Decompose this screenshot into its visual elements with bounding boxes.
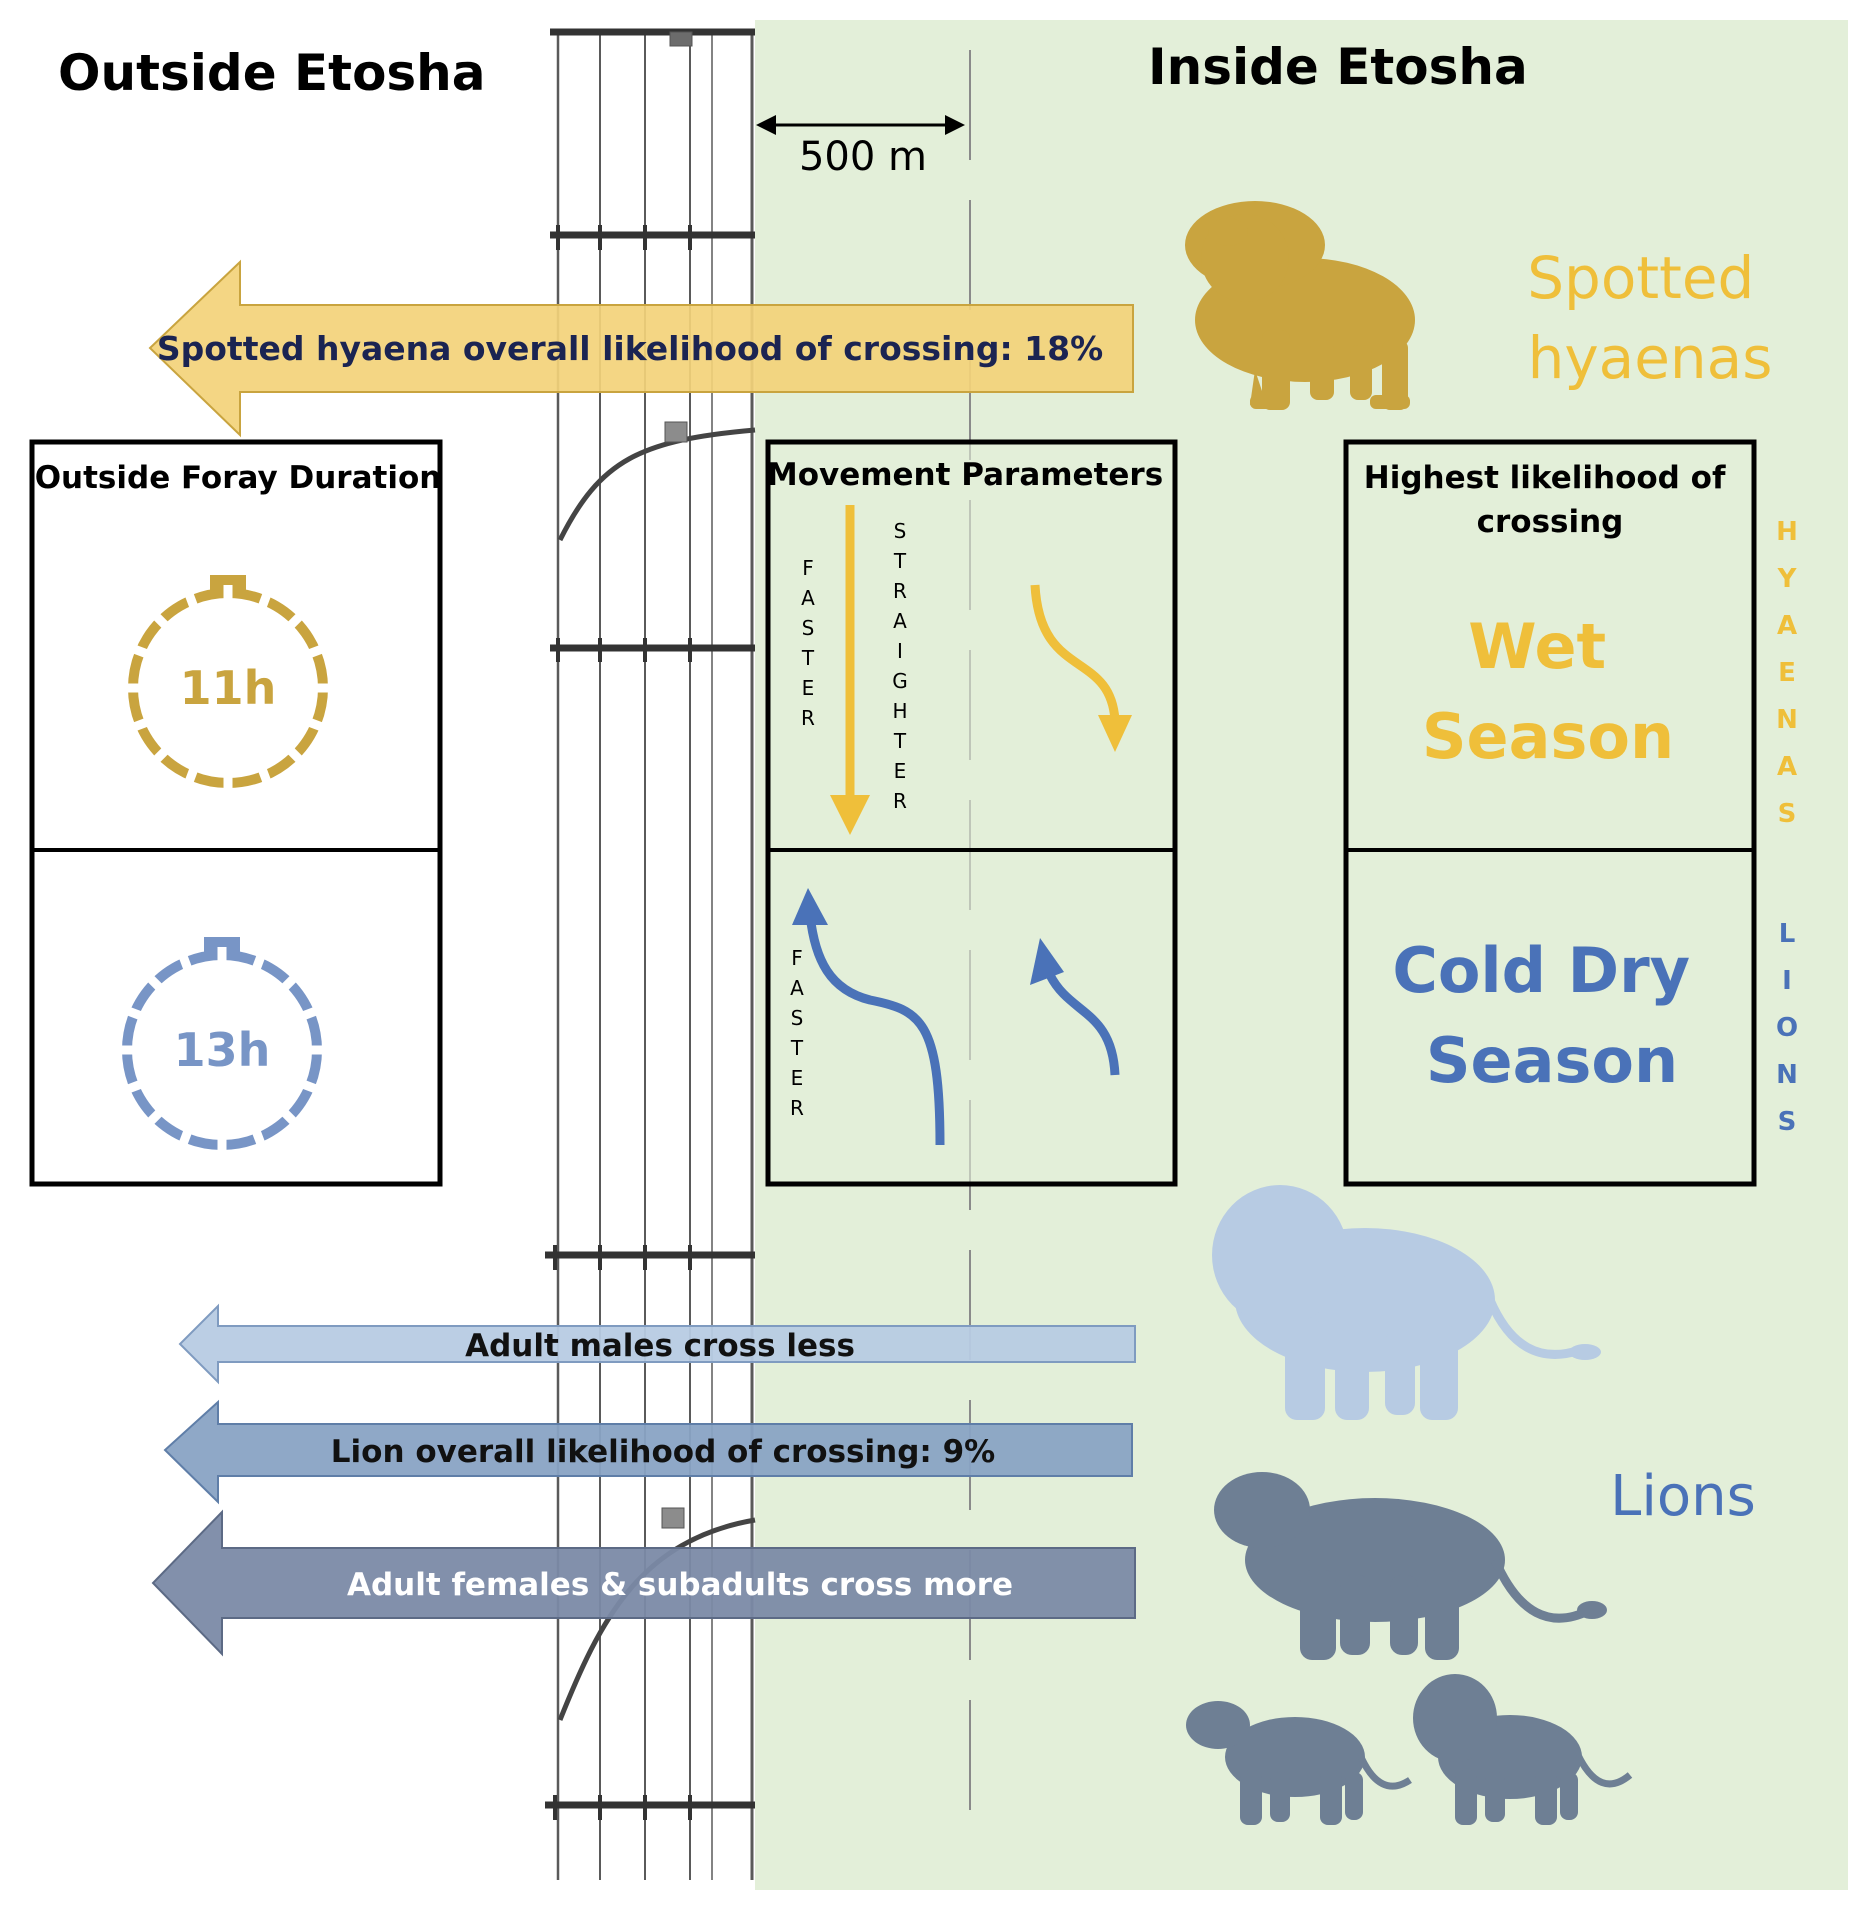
lion-crossing-arrow: Lion overall likelihood of crossing: 9% — [163, 1399, 1133, 1505]
lion-crossing-label: Lion overall likelihood of crossing: 9% — [331, 1434, 995, 1470]
hyaena-foray-value: 11h — [180, 661, 277, 715]
lion-season-line2: Season — [1426, 1024, 1678, 1097]
foray-duration-title: Outside Foray Duration — [35, 460, 442, 496]
adult-females-arrow: Adult females & subadults cross more — [151, 1509, 1136, 1657]
lion-season-label: Cold Dry Season — [1392, 934, 1711, 1097]
hyaena-stopwatch-icon: 11h — [125, 575, 331, 791]
highest-likelihood-title-line2: crossing — [1477, 504, 1624, 540]
scale-bar: 500 m — [756, 115, 965, 180]
hyaena-species-label: Spotted hyaenas — [1527, 244, 1773, 392]
adult-females-label: Adult females & subadults cross more — [347, 1567, 1013, 1603]
subadult-male-lion-silhouette-icon — [1413, 1674, 1633, 1825]
adult-males-label: Adult males cross less — [465, 1328, 855, 1364]
adult-male-lion-silhouette-icon — [1212, 1185, 1601, 1420]
highest-likelihood-title-line1: Highest likelihood of — [1364, 460, 1726, 496]
highest-likelihood-panel: Highest likelihood of crossing Wet Seaso… — [1343, 439, 1757, 1187]
lion-stopwatch-icon: 13h — [119, 937, 325, 1153]
inside-etosha-heading: Inside Etosha — [1148, 38, 1528, 96]
hyaena-species-label-line2: hyaenas — [1528, 324, 1773, 392]
lion-season-line1: Cold Dry — [1392, 934, 1690, 1007]
movement-parameters-title: Movement Parameters — [767, 457, 1163, 493]
lion-short-curved-arrow-icon — [1030, 938, 1120, 1076]
lion-species-label: Lions — [1610, 1464, 1756, 1529]
lion-long-curved-arrow-icon — [792, 888, 945, 1146]
hyaena-season-label: Wet Season — [1422, 610, 1674, 773]
hyaena-species-label-line1: Spotted — [1527, 244, 1754, 312]
hyaena-crossing-label: Spotted hyaena overall likelihood of cro… — [157, 329, 1103, 368]
highest-likelihood-title: Highest likelihood of crossing — [1364, 460, 1736, 540]
hyaena-crossing-arrow: Spotted hyaena overall likelihood of cro… — [148, 259, 1134, 438]
scale-bar-label: 500 m — [799, 134, 927, 180]
subadult-female-lion-silhouette-icon — [1186, 1701, 1412, 1825]
hyaena-curved-arrow-icon — [1030, 584, 1132, 752]
hyaena-season-line2: Season — [1422, 700, 1674, 773]
hyaena-silhouette-icon — [1185, 201, 1415, 410]
foray-duration-panel: Outside Foray Duration 11h — [29, 439, 443, 1187]
lion-foray-value: 13h — [174, 1023, 271, 1077]
hyaena-straight-arrow-icon — [830, 505, 870, 835]
adult-female-lion-silhouette-icon — [1214, 1472, 1607, 1660]
adult-males-arrow: Adult males cross less — [178, 1303, 1136, 1385]
hyaena-season-line1: Wet — [1468, 610, 1606, 683]
outside-etosha-heading: Outside Etosha — [58, 44, 486, 102]
